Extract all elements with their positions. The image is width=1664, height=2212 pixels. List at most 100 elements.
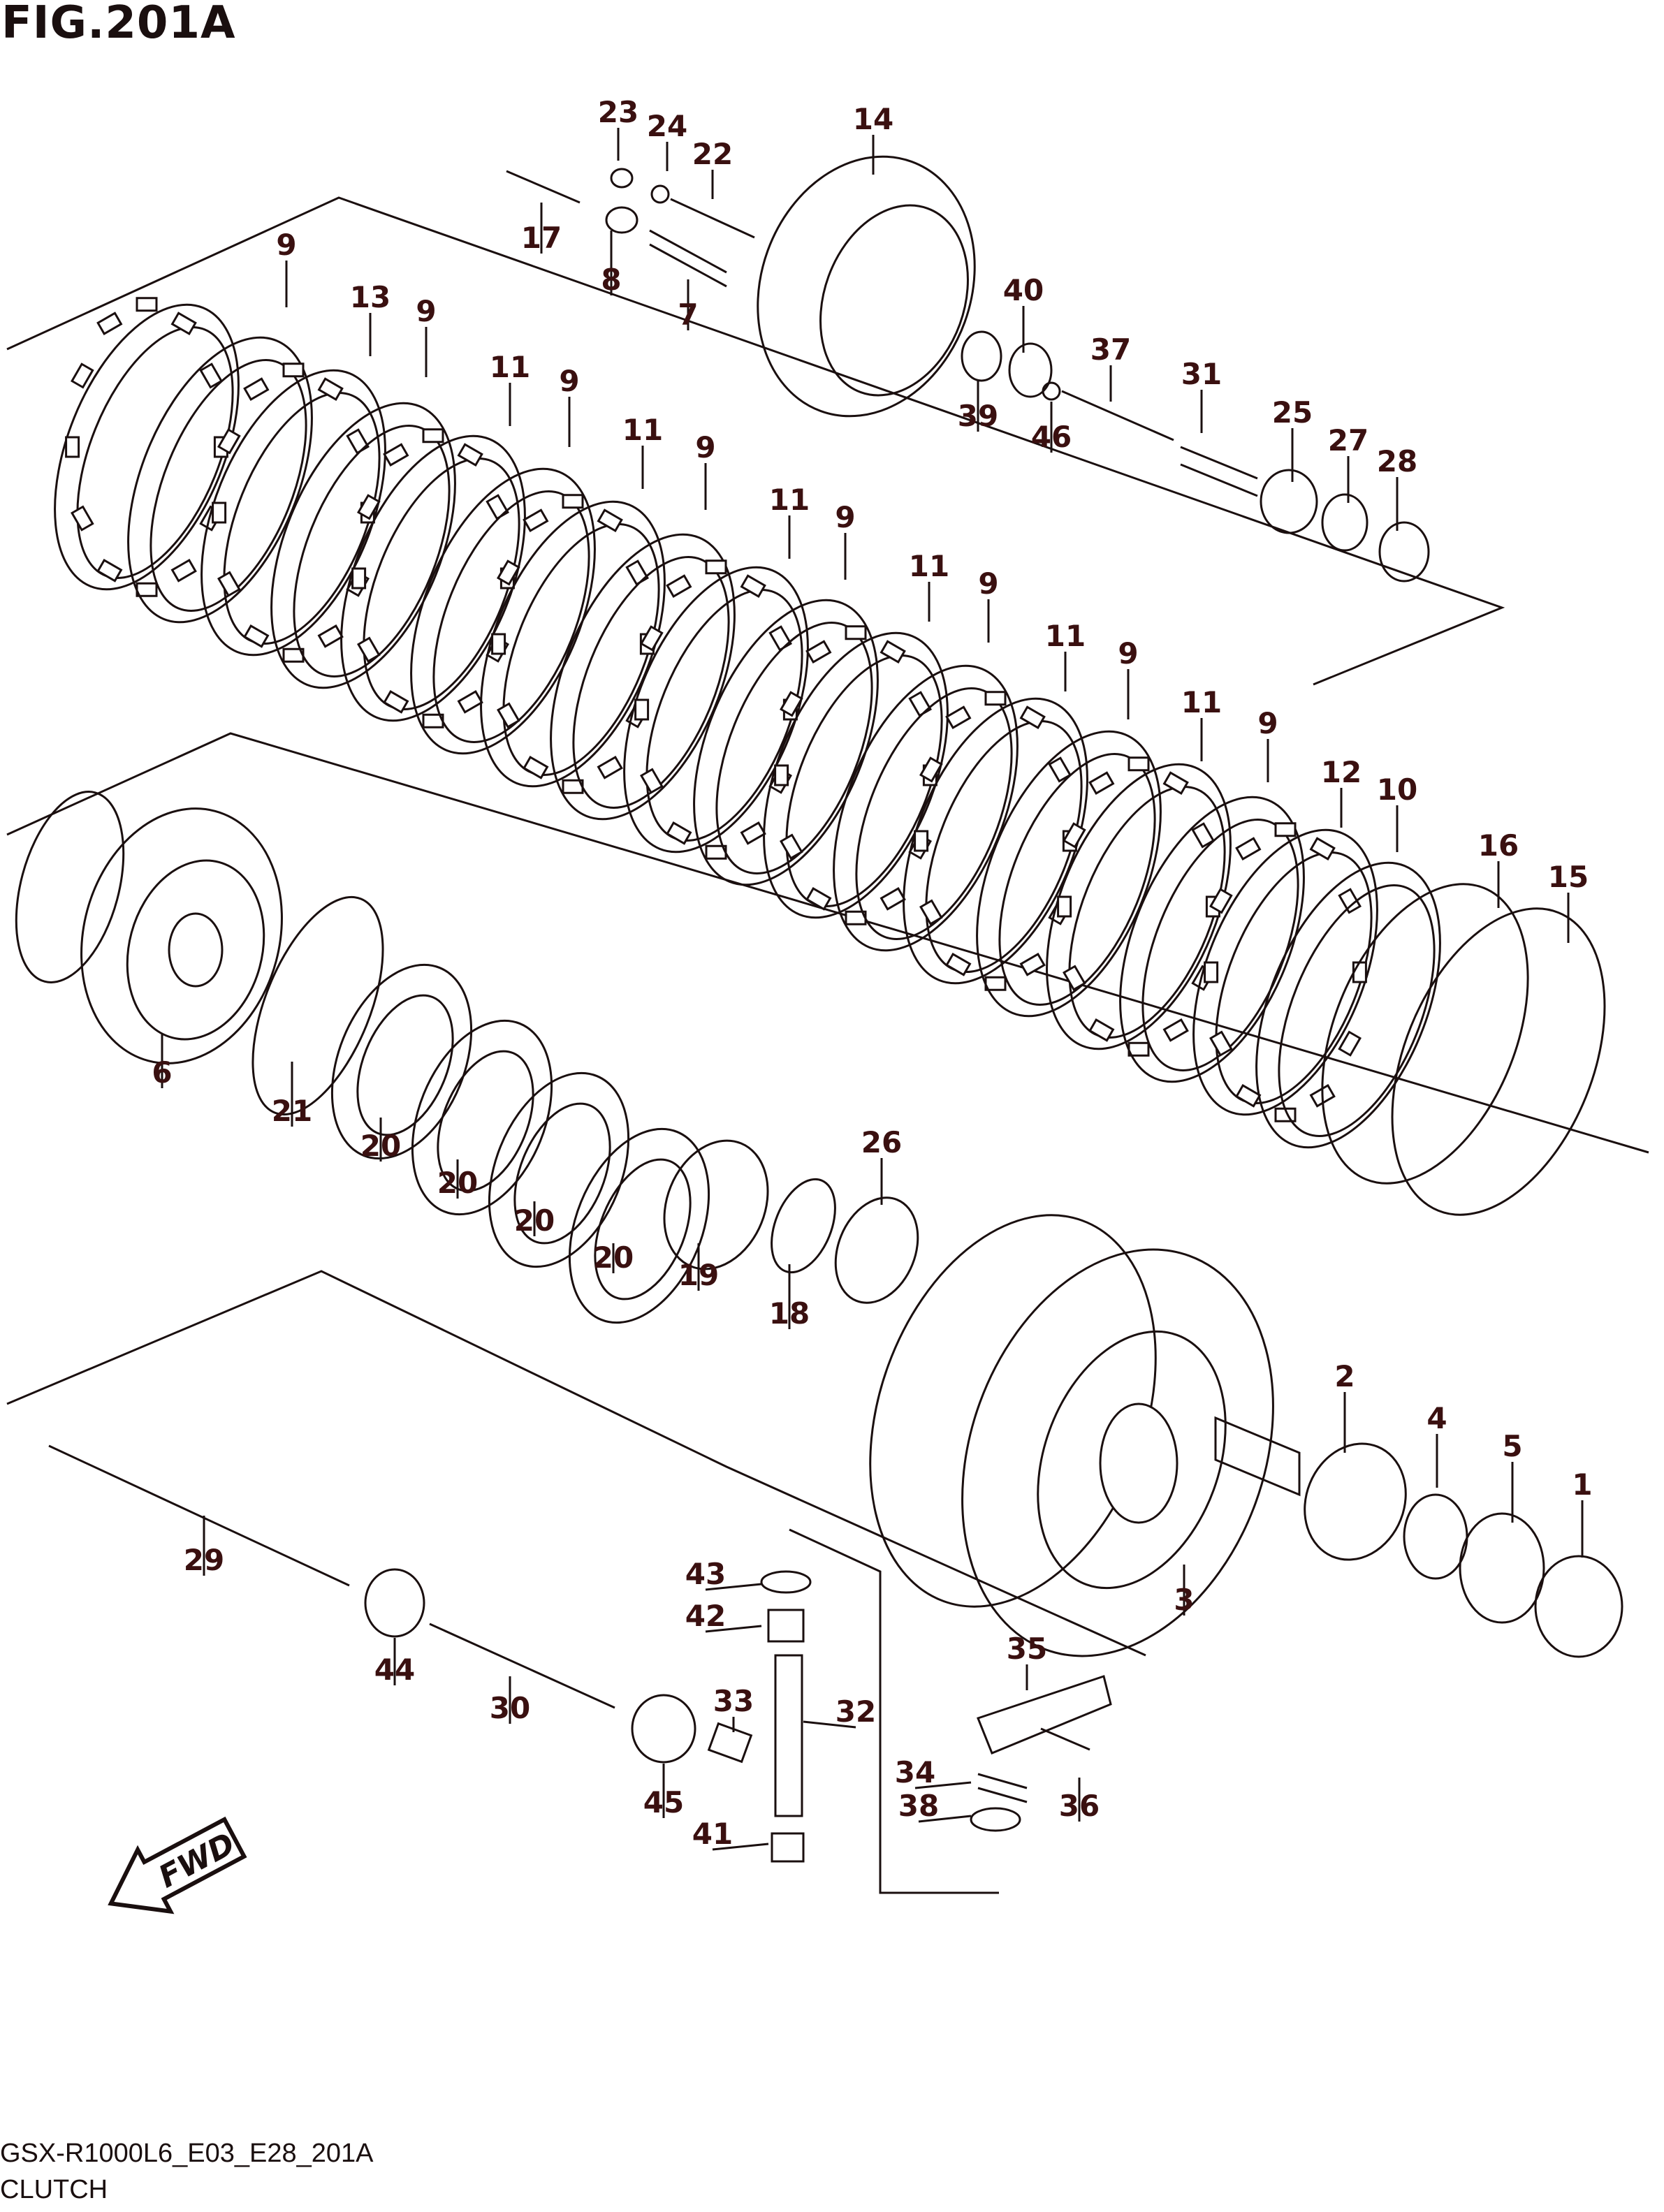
needle-bearing-5 <box>1459 1512 1545 1624</box>
callout-7: 7 <box>678 298 698 332</box>
bearing-25 <box>1260 469 1318 534</box>
friction-plate <box>54 297 240 597</box>
spring-outer <box>488 1071 630 1268</box>
friction-tab <box>634 698 650 721</box>
spacer-2a <box>1214 1416 1301 1497</box>
frame-line-3 <box>6 1270 1146 1657</box>
hub-outer <box>80 807 283 1064</box>
leader-lines <box>161 128 1584 1851</box>
friction-tab <box>212 501 227 524</box>
friction-tab <box>486 494 509 520</box>
hub-face <box>126 859 265 1041</box>
spring-inner <box>356 994 454 1136</box>
friction-tab <box>346 428 370 455</box>
friction-tab <box>217 428 241 455</box>
friction-plate <box>200 362 386 663</box>
friction-tab <box>1063 965 1086 991</box>
friction-tab <box>1235 837 1262 860</box>
plate-inner-rim <box>1278 884 1436 1138</box>
callout-35: 35 <box>1007 1632 1047 1666</box>
callout-26: 26 <box>861 1125 902 1159</box>
friction-tab <box>880 640 906 664</box>
judder-spring-washer <box>330 963 473 1160</box>
pressure-plate-bosses <box>819 204 969 397</box>
plate-outer-rim <box>1046 763 1232 1050</box>
plate-inner-rim <box>855 687 1013 941</box>
friction-tab <box>774 764 789 786</box>
friction-tab <box>217 571 241 597</box>
friction-tab <box>170 559 197 583</box>
callout-15: 15 <box>1548 860 1589 894</box>
callout-9: 9 <box>559 364 579 398</box>
callout-19: 19 <box>678 1258 719 1292</box>
washer-24 <box>650 184 670 204</box>
friction-plate <box>1046 756 1232 1057</box>
plate-inner-rim <box>572 555 730 810</box>
oil-seal-43 <box>760 1570 812 1594</box>
callout-18: 18 <box>769 1296 810 1331</box>
pin-33 <box>707 1722 753 1764</box>
callout-1: 1 <box>1572 1467 1592 1502</box>
bearing-41 <box>771 1832 805 1863</box>
friction-tab <box>914 830 929 852</box>
oil-seal-44 <box>364 1568 425 1638</box>
leader-42 <box>705 1625 762 1633</box>
oil-seal-45 <box>631 1694 696 1764</box>
spacer-4 <box>1403 1493 1468 1580</box>
friction-tab <box>136 582 158 597</box>
callout-9: 9 <box>695 430 715 464</box>
gear-bore <box>1099 1402 1178 1524</box>
friction-tab <box>780 833 803 860</box>
bearing-40 <box>1008 342 1053 398</box>
callout-14: 14 <box>853 102 893 136</box>
friction-tab <box>640 625 664 652</box>
callout-43: 43 <box>685 1557 726 1591</box>
leader-41 <box>712 1843 769 1851</box>
friction-tab <box>625 559 649 586</box>
ring-16 <box>1321 883 1529 1185</box>
plate-inner-rim <box>715 621 873 875</box>
friction-tab <box>71 505 94 532</box>
plate-outer-rim <box>127 336 313 624</box>
plate-outer-rim <box>976 730 1162 1018</box>
callout-39: 39 <box>958 399 998 433</box>
callout-22: 22 <box>692 137 733 171</box>
friction-tab <box>768 625 792 652</box>
spring-outer <box>411 1019 553 1216</box>
washer-38 <box>970 1807 1021 1832</box>
frame-line-4 <box>789 1528 999 1894</box>
friction-tab <box>666 821 692 845</box>
spring-outer <box>330 963 473 1160</box>
callout-32: 32 <box>835 1694 876 1729</box>
plate-outer-rim <box>1255 861 1441 1149</box>
hub-bore <box>168 912 224 988</box>
friction-tab <box>422 428 444 444</box>
friction-tab <box>1162 771 1189 795</box>
friction-tab <box>383 443 409 467</box>
callout-10: 10 <box>1377 772 1417 807</box>
friction-tab <box>523 756 549 779</box>
friction-tab <box>351 567 367 589</box>
callout-41: 41 <box>692 1817 733 1851</box>
callout-11: 11 <box>769 483 810 517</box>
friction-tab <box>880 887 906 911</box>
friction-tab <box>1338 888 1362 914</box>
callout-9: 9 <box>276 228 296 262</box>
friction-tab <box>357 636 381 663</box>
washer-39 <box>961 330 1002 382</box>
callout-46: 46 <box>1031 420 1072 454</box>
ring-15 <box>1391 907 1606 1216</box>
friction-tab <box>199 362 223 389</box>
callout-31: 31 <box>1181 357 1222 391</box>
plain-plate <box>410 467 596 755</box>
friction-plate <box>903 691 1088 991</box>
figure-title: FIG.201A <box>1 0 236 49</box>
spring-outer <box>568 1127 710 1324</box>
callout-6: 6 <box>152 1055 172 1090</box>
callout-9: 9 <box>978 566 998 601</box>
fwd-arrow-icon <box>108 1816 247 1914</box>
friction-tab <box>1057 895 1072 918</box>
friction-tab <box>1274 822 1297 837</box>
